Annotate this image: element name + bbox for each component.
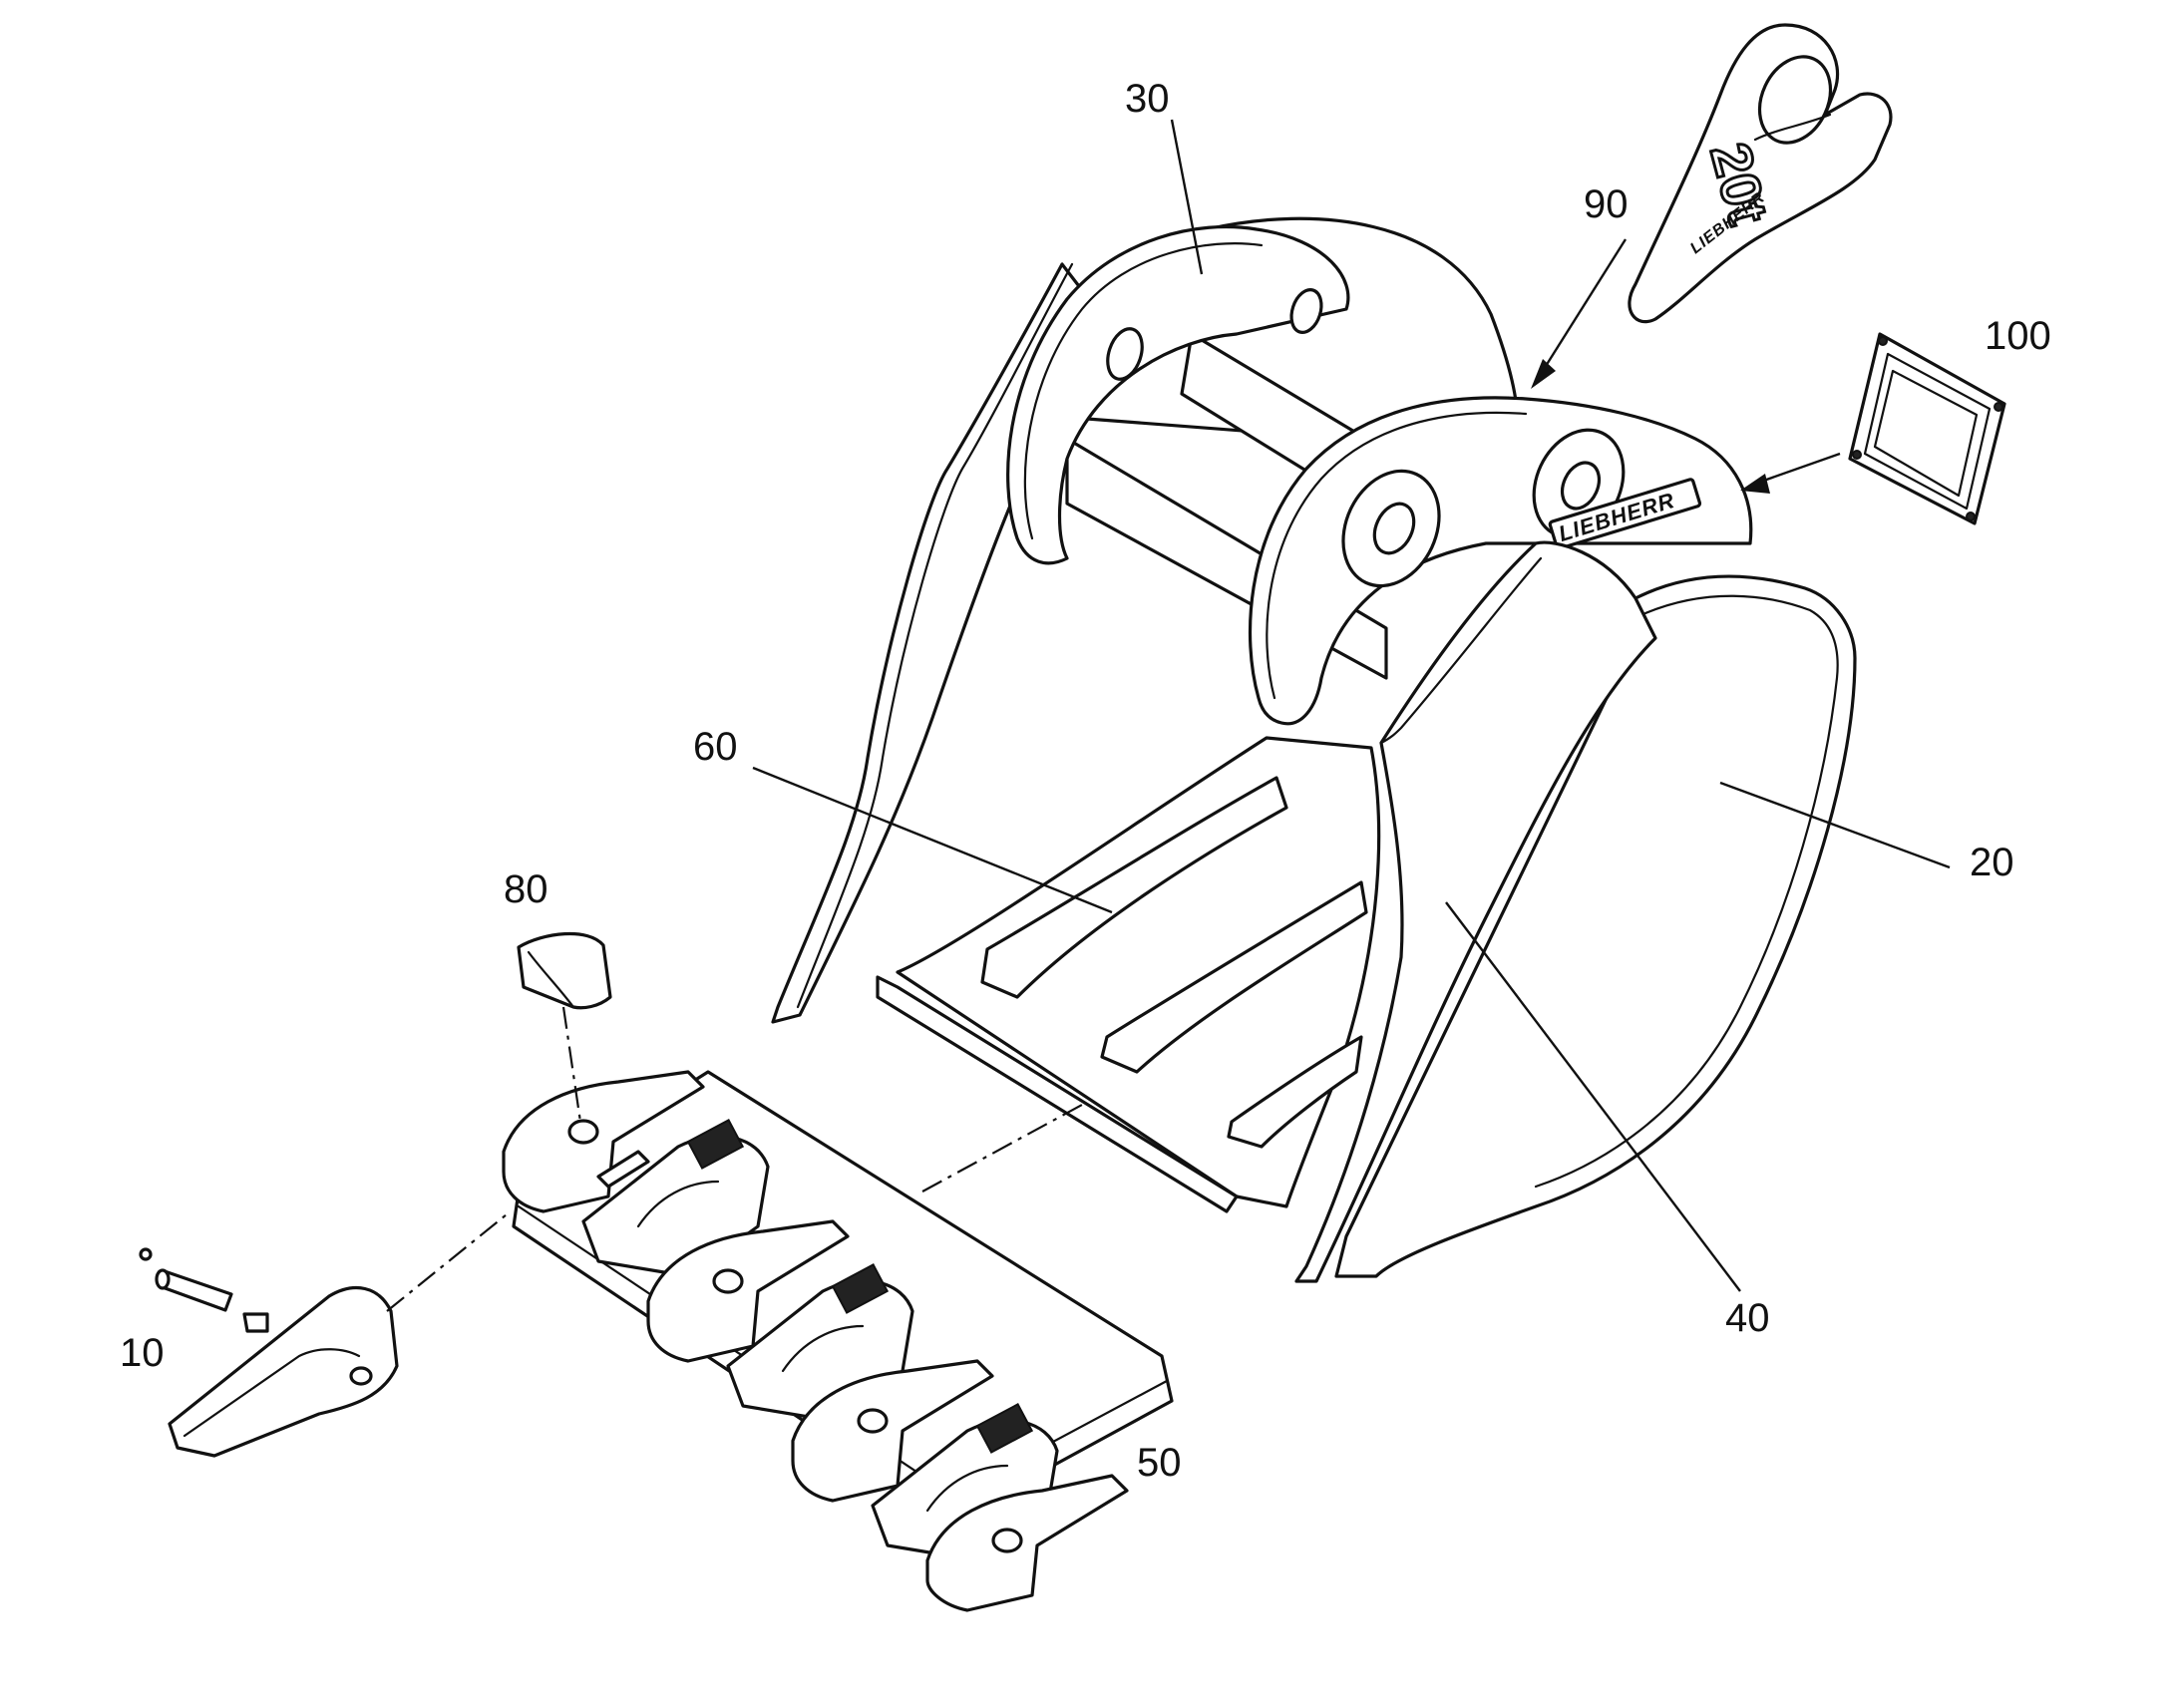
assembly-center-lines xyxy=(386,1006,1083,1312)
callout-numbers: 30 90 100 60 20 80 40 10 50 xyxy=(120,77,2051,1485)
callout-20: 20 xyxy=(1970,841,2014,884)
left-side-plate-edge xyxy=(796,262,1074,1009)
adapter-1 xyxy=(502,1070,705,1213)
adapter-4 xyxy=(925,1474,1129,1612)
bucket-assembly: LIEBHERR xyxy=(771,216,1857,1283)
tooth-tip xyxy=(168,1286,399,1458)
right-side-shell xyxy=(1334,574,1857,1278)
callout-10: 10 xyxy=(120,1331,165,1375)
lifting-hook: 20t LIEBHERR xyxy=(1628,23,1893,324)
left-hinge-plate xyxy=(1006,225,1350,565)
left-hinge-plate-face xyxy=(1023,242,1264,540)
bucket-floor xyxy=(896,736,1381,1208)
pin-retainer xyxy=(242,1312,269,1333)
right-hinge-plate-face xyxy=(1266,411,1528,700)
left-hinge-hole-2 xyxy=(1289,288,1323,334)
inspection-plate xyxy=(1848,332,2006,525)
wear-strip-2 xyxy=(1100,880,1368,1074)
right-side-shell-rim xyxy=(1534,594,1839,1189)
locking-pin xyxy=(158,1269,233,1312)
pin-washer xyxy=(139,1247,153,1261)
wear-strip-3 xyxy=(1227,1035,1363,1149)
callout-90: 90 xyxy=(1584,182,1629,226)
callout-80: 80 xyxy=(504,867,548,911)
tooth-adapter-set xyxy=(502,1070,1174,1612)
front-wear-plate xyxy=(1294,540,1657,1283)
right-hinge-boss-1-hole xyxy=(1372,502,1416,555)
adapter-3 xyxy=(791,1359,994,1503)
callout-30: 30 xyxy=(1125,77,1170,121)
wear-strip-1 xyxy=(980,776,1288,999)
callout-100: 100 xyxy=(1985,314,2051,358)
leader-lines xyxy=(752,119,1951,1292)
right-hinge-boss-2-hole xyxy=(1560,461,1602,511)
tooth-tip-assembly xyxy=(139,1247,399,1458)
arrow-100 xyxy=(1740,474,1770,494)
callout-60: 60 xyxy=(693,725,738,769)
left-hinge-hole-1 xyxy=(1106,327,1144,381)
pin-cover-cap xyxy=(517,932,612,1010)
tooth-tip-ridge xyxy=(182,1348,361,1438)
callout-40: 40 xyxy=(1725,1296,1770,1340)
adapter-2 xyxy=(646,1219,850,1363)
front-wear-plate-inner xyxy=(1379,556,1543,745)
tooth-tip-pin-hole xyxy=(349,1366,373,1386)
callout-50: 50 xyxy=(1137,1441,1182,1485)
arrow-90 xyxy=(1531,359,1556,389)
cutting-edge-lip xyxy=(876,975,1239,1213)
